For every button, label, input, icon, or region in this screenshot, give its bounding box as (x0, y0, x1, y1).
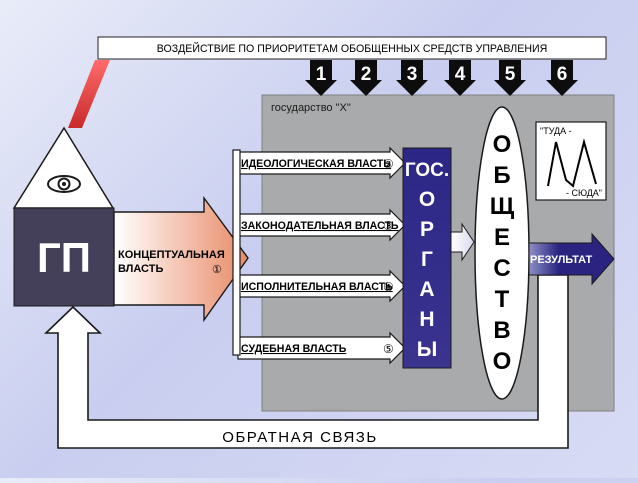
organs-letter: Р (420, 218, 434, 241)
priority-number-4: 4 (455, 64, 466, 85)
gp-box (13, 207, 115, 307)
organs-letter: Н (419, 308, 434, 331)
organs-letter: Ы (417, 338, 438, 361)
graph-bottom-label: - СЮДА" (566, 188, 602, 198)
priority-number-6: 6 (557, 64, 568, 85)
priority-number-2: 2 (361, 64, 372, 85)
society-letter: О (493, 348, 512, 375)
society-letter: Щ (490, 193, 515, 220)
power-bracket (232, 149, 241, 356)
conceptual-line2: ВЛАСТЬ (118, 263, 163, 275)
organs-letter: Г (421, 248, 433, 271)
gov-organs-top: ГОС. (405, 160, 449, 181)
society-letter: Т (495, 286, 510, 313)
power-label-3: ЗАКОНОДАТЕЛЬНАЯ ВЛАСТЬ (241, 220, 399, 232)
red-beam (68, 60, 110, 128)
organs-letter: О (419, 188, 435, 211)
society-letter: Е (494, 224, 510, 251)
society-letter: Б (493, 162, 510, 189)
priority-header-bar (97, 36, 607, 60)
power-label-2: ИДЕОЛОГИЧЕСКАЯ ВЛАСТЬ (241, 158, 391, 170)
conceptual-power-arrow (113, 195, 249, 323)
gp-label: ГП (37, 234, 91, 281)
priority-arrow-2: 2 (350, 60, 382, 96)
feedback-label: ОБРАТНАЯ СВЯЗЬ (222, 429, 377, 446)
result-label: РЕЗУЛЬТАТ (530, 254, 593, 266)
oscillation-graph-box (535, 121, 607, 201)
priority-number-1: 1 (316, 64, 327, 85)
gov-organs-box (402, 147, 452, 369)
conceptual-line1: КОНЦЕПТУАЛЬНАЯ (118, 249, 225, 261)
power-number-3: ③ (383, 219, 394, 233)
priority-arrow-1: 1 (305, 60, 337, 96)
priority-number-3: 3 (407, 64, 418, 85)
priority-arrows: 1 2 3 4 5 6 (305, 60, 578, 96)
result-arrow (528, 232, 615, 286)
priority-arrow-4: 4 (444, 60, 476, 96)
power-arrow-5: СУДЕБНАЯ ВЛАСТЬ ⑤ (237, 331, 406, 365)
power-label-5: СУДЕБНАЯ ВЛАСТЬ (241, 343, 347, 355)
priority-number-5: 5 (505, 64, 516, 85)
priority-header-text: ВОЗДЕЙСТВИЕ ПО ПРИОРИТЕТАМ ОБОБЩЕННЫХ СР… (157, 42, 548, 55)
society-letter: В (493, 317, 510, 344)
organs-letter: А (419, 278, 434, 301)
society-letter: С (493, 255, 510, 282)
conceptual-number: ① (212, 264, 222, 276)
priority-arrow-5: 5 (494, 60, 526, 96)
oscillation-curve (547, 138, 597, 188)
organs-to-society-arrow (450, 222, 475, 262)
priority-arrow-6: 6 (546, 60, 578, 96)
graph-top-label: "ТУДА - (540, 126, 572, 136)
pyramid-triangle (12, 126, 115, 209)
feedback-arrow (44, 274, 569, 449)
eye-icon (47, 175, 81, 193)
power-number-2: ② (383, 157, 394, 171)
power-number-4: ④ (383, 280, 394, 294)
power-number-5: ⑤ (383, 342, 394, 356)
state-label: государство "Х" (271, 102, 351, 114)
society-letter: О (493, 131, 512, 158)
priority-arrow-3: 3 (396, 60, 428, 96)
power-label-4: ИСПОЛНИТЕЛЬНАЯ ВЛАСТЬ (241, 281, 393, 293)
